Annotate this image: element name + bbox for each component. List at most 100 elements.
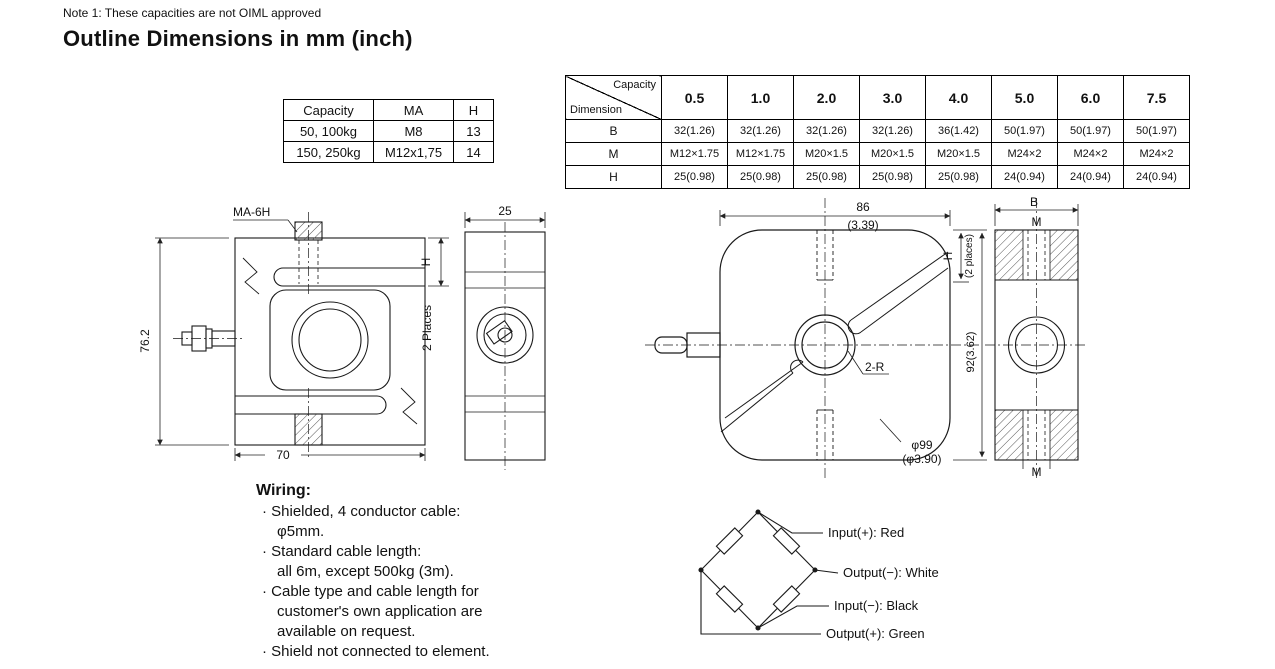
dimension-value: 50(1.97) — [1123, 119, 1190, 143]
input-plus-label: Input(+): Red — [828, 525, 904, 540]
capacity-column-header: 6.0 — [1057, 75, 1124, 120]
dimension-value: 50(1.97) — [1057, 119, 1124, 143]
dimension-value: 25(0.98) — [661, 165, 728, 189]
section-view-labels: B M M — [1030, 195, 1042, 479]
capacity-column-header: 1.0 — [727, 75, 794, 120]
bridge-labels: Input(+): Red Output(−): White Input(−):… — [826, 525, 939, 641]
output-plus-label: Output(+): Green — [826, 626, 925, 641]
dimension-value: M20×1.5 — [793, 142, 860, 166]
wiring-line: all 6m, except 500kg (3m). — [277, 563, 454, 580]
s-cell-geometry — [645, 198, 980, 480]
side-view-geometry — [464, 222, 546, 470]
small-table-row: 50, 100kg M8 13 — [283, 120, 494, 142]
capacity-ma-table: Capacity MA H 50, 100kg M8 13 150, 250kg… — [283, 99, 494, 163]
dimension-value: M24×2 — [1123, 142, 1190, 166]
wiring-line: · Shield not connected to element. — [262, 643, 490, 660]
s-cell-dimension-lines — [719, 210, 987, 461]
capacity-column-header: 0.5 — [661, 75, 728, 120]
capacity-dimension-table: Capacity Dimension 0.5 1.0 2.0 3.0 4.0 5… — [565, 75, 1190, 189]
thread-places-label: (2 places) — [964, 234, 975, 278]
wiring-section: Wiring: · Shielded, 4 conductor cable: φ… — [256, 480, 541, 662]
height-dim-label: 76.2 — [138, 329, 152, 353]
bridge-geometry — [698, 509, 839, 635]
section-view-dimension-lines — [994, 204, 1079, 469]
dimension-value: 25(0.98) — [859, 165, 926, 189]
wiring-line: customer's own application are — [277, 603, 483, 620]
dimension-value: 36(1.42) — [925, 119, 992, 143]
small-table-cell: M8 — [373, 120, 454, 142]
dimension-value: 50(1.97) — [991, 119, 1058, 143]
thread-top-label: M — [1032, 215, 1042, 229]
front-view-drawing: MA-6H 76.2 70 H 2 Places — [138, 205, 449, 462]
small-table-cell: M12x1,75 — [373, 141, 454, 163]
large-table-header-row: Capacity Dimension 0.5 1.0 2.0 3.0 4.0 5… — [565, 75, 1190, 120]
small-table-cell: 14 — [453, 141, 494, 163]
dimension-value: 32(1.26) — [859, 119, 926, 143]
wiring-line: · Cable type and cable length for — [262, 583, 479, 600]
small-table-cell: 50, 100kg — [283, 120, 374, 142]
thread-bottom-label: M — [1032, 465, 1042, 479]
places-note-label: 2 Places — [420, 305, 434, 351]
small-table-cell: 150, 250kg — [283, 141, 374, 163]
wiring-line: · Shielded, 4 conductor cable: — [262, 503, 461, 520]
top-dim-mm-label: 86 — [856, 200, 870, 214]
capacity-column-header: 2.0 — [793, 75, 860, 120]
height-dim-label: 92(3.62) — [965, 332, 977, 373]
small-table-row: 150, 250kg M12x1,75 14 — [283, 141, 494, 163]
wiring-line: available on request. — [277, 623, 416, 640]
dimension-row-label: H — [565, 165, 662, 189]
dimension-value: 25(0.98) — [727, 165, 794, 189]
dimension-value: 24(0.94) — [1057, 165, 1124, 189]
wiring-title: Wiring: — [256, 482, 311, 499]
table-row-M: M M12×1.75 M12×1.75 M20×1.5 M20×1.5 M20×… — [565, 142, 1190, 166]
body-dia-mm-label: φ99 — [911, 438, 932, 452]
s-cell-labels: 86 (3.39) H (2 places) 92(3.62) 2-R φ99 … — [847, 200, 977, 466]
output-minus-label: Output(−): White — [843, 565, 939, 580]
small-table-header: Capacity — [283, 99, 374, 121]
side-view-drawing: 25 — [464, 204, 546, 470]
top-dim-inch-label: (3.39) — [847, 218, 878, 232]
capacity-column-header: 5.0 — [991, 75, 1058, 120]
small-table-cell: 13 — [453, 120, 494, 142]
dimension-value: 24(0.94) — [1123, 165, 1190, 189]
dimension-value: M20×1.5 — [925, 142, 992, 166]
depth-dim-label: 25 — [498, 204, 512, 218]
wiring-line: · Standard cable length: — [262, 543, 422, 560]
thread-callout-label: MA-6H — [233, 205, 270, 219]
table-row-H: H 25(0.98) 25(0.98) 25(0.98) 25(0.98) 25… — [565, 165, 1190, 189]
front-view-labels: MA-6H 76.2 70 H 2 Places — [138, 205, 434, 462]
capacity-column-header: 3.0 — [859, 75, 926, 120]
capacity-column-header: 7.5 — [1123, 75, 1190, 120]
input-minus-label: Input(−): Black — [834, 598, 919, 613]
width-dim-label: B — [1030, 195, 1038, 209]
dimension-value: M20×1.5 — [859, 142, 926, 166]
s-cell-drawing: 86 (3.39) H (2 places) 92(3.62) 2-R φ99 … — [645, 198, 987, 480]
dimension-value: 24(0.94) — [991, 165, 1058, 189]
note-text: Note 1: These capacities are not OIML ap… — [63, 6, 322, 20]
radius-callout-label: 2-R — [865, 360, 885, 374]
body-dia-inch-label: (φ3.90) — [902, 452, 941, 466]
capacity-column-header: 4.0 — [925, 75, 992, 120]
dimension-row-label: M — [565, 142, 662, 166]
front-view-geometry — [173, 212, 426, 458]
small-table-header: MA — [373, 99, 454, 121]
corner-cell: Capacity Dimension — [565, 75, 662, 120]
front-view-dimension-lines — [155, 219, 449, 461]
dimension-value: M24×2 — [991, 142, 1058, 166]
thread-depth-label: H — [941, 252, 955, 261]
page-title: Outline Dimensions in mm (inch) — [63, 26, 413, 51]
section-view-drawing: B M M — [985, 195, 1088, 480]
dimension-value: 32(1.26) — [793, 119, 860, 143]
dimension-value: 25(0.98) — [793, 165, 860, 189]
width-dim-label: 70 — [276, 448, 290, 462]
wiring-line: φ5mm. — [277, 523, 325, 540]
corner-dimension-label: Dimension — [570, 104, 622, 116]
dimension-value: 25(0.98) — [925, 165, 992, 189]
dimension-row-label: B — [565, 119, 662, 143]
dimension-value: M12×1.75 — [661, 142, 728, 166]
dimension-value: 32(1.26) — [661, 119, 728, 143]
dimension-value: M12×1.75 — [727, 142, 794, 166]
bridge-diagram: Input(+): Red Output(−): White Input(−):… — [698, 509, 939, 641]
corner-capacity-label: Capacity — [613, 79, 656, 91]
small-table-header-row: Capacity MA H — [283, 99, 494, 121]
